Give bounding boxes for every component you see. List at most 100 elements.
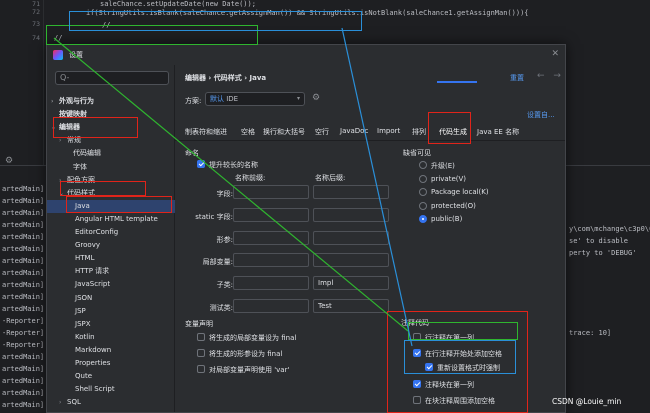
tree-item[interactable]: ›SQL xyxy=(47,396,175,409)
tree-item[interactable]: 按键映射 xyxy=(47,108,175,121)
final-param-checkbox[interactable] xyxy=(197,349,205,357)
tree-item[interactable]: ›配色方案 xyxy=(47,174,175,187)
visibility-section-title: 缺省可见 xyxy=(403,149,431,157)
tab-arrangement[interactable]: 排列 xyxy=(412,128,426,136)
tree-item[interactable]: JSON xyxy=(47,292,175,305)
console-line: artedMain] xyxy=(2,281,45,289)
tree-item-label: 配色方案 xyxy=(67,175,95,184)
line-number: 72 xyxy=(32,8,40,16)
static-field-prefix-input[interactable] xyxy=(233,208,309,222)
tree-item[interactable]: HTTP 请求 xyxy=(47,265,175,278)
tree-item[interactable]: HTML xyxy=(47,252,175,265)
gear-icon[interactable]: ⚙ xyxy=(312,93,321,103)
tree-item[interactable]: Java xyxy=(47,199,175,213)
naming-row-label: 测试类: xyxy=(209,304,233,312)
watermark: CSDN @Louie_min xyxy=(552,397,622,406)
comment-option-label: 注释块在第一列 xyxy=(425,381,474,389)
tab-imports[interactable]: Import xyxy=(377,127,401,135)
settings-search-input[interactable]: Q- xyxy=(55,71,169,85)
visibility-radio-private[interactable] xyxy=(419,175,427,183)
local-var-suffix-input[interactable] xyxy=(313,253,389,267)
var-decl-section-title: 变量声明 xyxy=(185,320,213,328)
subclass-suffix-input[interactable]: Impl xyxy=(313,276,389,290)
console-line: artedMain] xyxy=(2,269,45,277)
code-comment[interactable]: // xyxy=(54,34,63,42)
tree-item[interactable]: Properties xyxy=(47,357,175,370)
test-class-prefix-input[interactable] xyxy=(233,299,309,313)
subclass-prefix-input[interactable] xyxy=(233,276,309,290)
add-space-line-comment-checkbox[interactable] xyxy=(413,349,421,357)
console-line: artedMain] xyxy=(2,197,45,205)
line-comment-first-column-checkbox[interactable] xyxy=(413,333,421,341)
tab-java-ee-names[interactable]: Java EE 名称 xyxy=(477,128,520,136)
tree-item-label: Java xyxy=(75,201,90,210)
tree-item[interactable]: Markdown xyxy=(47,344,175,357)
console-line: -Reporter] xyxy=(2,341,45,349)
tree-item[interactable]: JSPX xyxy=(47,318,175,331)
tree-item[interactable]: ›常规 xyxy=(47,134,175,147)
param-suffix-input[interactable] xyxy=(313,231,389,245)
comment-code-section-title: 注释代码 xyxy=(401,319,429,327)
scheme-select[interactable]: 默认 IDE ▾ xyxy=(205,92,305,106)
tab-tabs-indents[interactable]: 制表符和缩进 xyxy=(185,128,227,136)
visibility-option-label: private(V) xyxy=(431,175,466,183)
tab-spaces[interactable]: 空格 xyxy=(241,128,255,136)
tree-item[interactable]: ›外观与行为 xyxy=(47,95,175,108)
tab-blank-lines[interactable]: 空行 xyxy=(315,128,329,136)
settings-dialog: 设置 ✕ Q- ›外观与行为按键映射⌄编辑器›常规代码编辑字体›配色方案⌄代码样… xyxy=(46,44,566,413)
tree-item[interactable]: Shell Script xyxy=(47,383,175,396)
suffix-column-header: 名称后缀: xyxy=(315,174,346,182)
tree-item[interactable]: Qute xyxy=(47,370,175,383)
tree-item[interactable]: JavaScript xyxy=(47,278,175,291)
tree-item-label: 代码编辑 xyxy=(73,149,101,158)
field-prefix-input[interactable] xyxy=(233,185,309,199)
tree-item[interactable]: Kotlin xyxy=(47,331,175,344)
chevron-icon: › xyxy=(59,137,62,145)
tree-item-label: HTML xyxy=(75,254,95,263)
tab-javadoc[interactable]: JavaDoc xyxy=(340,127,369,135)
prefer-longer-names-checkbox[interactable] xyxy=(197,160,205,168)
code-line[interactable]: saleChance.setUpdateDate(new Date()); xyxy=(100,0,256,8)
visibility-radio-escalate[interactable] xyxy=(419,161,427,169)
settings-content: 编辑器 › 代码样式 › Java 重置 ← → 方案: 默认 IDE ▾ ⚙ … xyxy=(175,65,565,412)
test-class-suffix-input[interactable]: Test xyxy=(313,299,389,313)
tree-item[interactable]: Groovy xyxy=(47,239,175,252)
enforce-on-reformat-checkbox[interactable] xyxy=(425,363,433,371)
console-line: se' to disable xyxy=(569,237,629,245)
param-prefix-input[interactable] xyxy=(233,231,309,245)
comment-option-label: 在行注释开始处添加空格 xyxy=(425,350,502,358)
static-field-suffix-input[interactable] xyxy=(313,208,389,222)
line-number: 74 xyxy=(32,34,40,42)
tree-item[interactable]: 字体 xyxy=(47,161,175,174)
use-var-checkbox[interactable] xyxy=(197,365,205,373)
visibility-radio-package-local[interactable] xyxy=(419,188,427,196)
nav-arrows[interactable]: ← → xyxy=(537,71,564,81)
chevron-icon: ⌄ xyxy=(59,189,65,197)
set-from-link[interactable]: 设置自... xyxy=(527,111,555,119)
block-comment-first-column-checkbox[interactable] xyxy=(413,380,421,388)
visibility-radio-public[interactable] xyxy=(419,215,427,223)
tree-item[interactable]: ⌄编辑器 xyxy=(47,121,175,134)
tree-item[interactable]: JSP xyxy=(47,305,175,318)
local-var-prefix-input[interactable] xyxy=(233,253,309,267)
field-suffix-input[interactable] xyxy=(313,185,389,199)
visibility-radio-protected[interactable] xyxy=(419,202,427,210)
var-decl-option-label: 将生成的形参设为 final xyxy=(209,350,283,358)
code-comment[interactable]: // xyxy=(102,21,111,29)
tree-item-label: JSP xyxy=(75,306,86,315)
gear-icon[interactable]: ⚙ xyxy=(5,156,14,166)
reset-link[interactable]: 重置 xyxy=(510,74,524,82)
tab-code-generation[interactable]: 代码生成 xyxy=(439,128,467,136)
dialog-title-bar[interactable]: 设置 xyxy=(47,45,565,65)
tab-wrapping[interactable]: 换行和大括号 xyxy=(263,128,305,136)
final-local-var-checkbox[interactable] xyxy=(197,333,205,341)
space-around-block-comment-checkbox[interactable] xyxy=(413,396,421,404)
tree-item[interactable]: Angular HTML template xyxy=(47,213,175,226)
tree-item[interactable]: EditorConfig xyxy=(47,226,175,239)
tree-item[interactable]: 代码编辑 xyxy=(47,147,175,160)
close-icon[interactable]: ✕ xyxy=(551,49,559,59)
tree-item[interactable]: ⌄代码样式 xyxy=(47,187,175,200)
code-line[interactable]: if(StringUtils.isBlank(saleChance.getAss… xyxy=(86,9,529,17)
code-text: if(StringUtils.isBlank(saleChance.getAss… xyxy=(86,9,529,17)
